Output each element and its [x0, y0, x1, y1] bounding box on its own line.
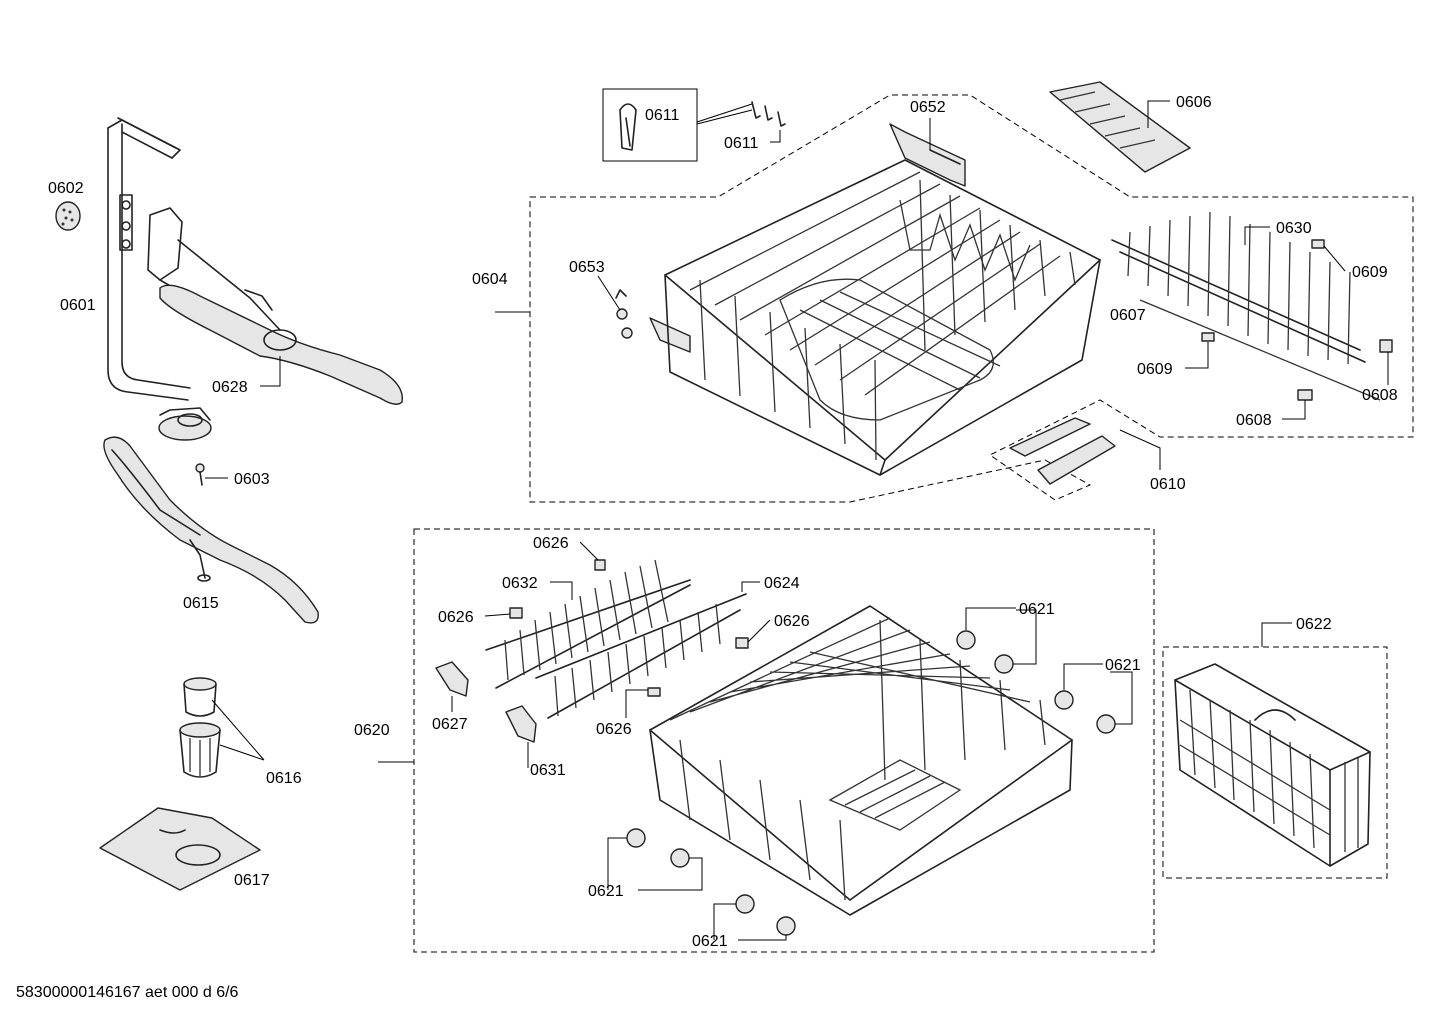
lower-spray-arm-part [103, 436, 319, 624]
filter-part [179, 677, 221, 778]
callout-0626-left: 0626 [438, 609, 474, 626]
basket-wheel-part [626, 630, 1116, 936]
document-id: 58300000146167 aet 000 d 6/6 [16, 984, 239, 1001]
callout-0626-top: 0626 [533, 535, 569, 552]
callout-0608-right: 0608 [1362, 387, 1398, 404]
callout-0604: 0604 [472, 271, 508, 288]
callout-0621-top: 0621 [1019, 601, 1055, 618]
callout-0652: 0652 [910, 99, 946, 116]
small-clip-part [509, 559, 749, 697]
callout-0608-left: 0608 [1236, 412, 1272, 429]
folding-tine-rack-part [1111, 211, 1381, 401]
flat-filter-part [99, 807, 261, 891]
upper-spray-arm-part [147, 207, 404, 405]
lower-tine-rows-part [485, 559, 747, 719]
callout-0621-bottom: 0621 [692, 933, 728, 950]
lower-basket-part [649, 605, 1073, 916]
spray-arm-hub-part [158, 407, 212, 441]
callout-0602: 0602 [48, 180, 84, 197]
callout-0611: 0611 [724, 135, 759, 152]
wheel-clip-inset-part [619, 103, 637, 151]
callout-0626-bottom: 0626 [596, 721, 632, 738]
callout-0627: 0627 [432, 716, 468, 733]
basket-bracket-part [889, 123, 966, 187]
cutlery-basket-part [1174, 663, 1371, 867]
callout-0621-bottom-left: 0621 [588, 883, 624, 900]
upper-basket-group-outline [529, 94, 1414, 503]
callout-0617: 0617 [234, 872, 270, 889]
callout-0609-left: 0609 [1137, 361, 1173, 378]
callout-0606: 0606 [1176, 94, 1212, 111]
callout-0615: 0615 [183, 595, 219, 612]
callout-0628: 0628 [212, 379, 248, 396]
callout-0603: 0603 [234, 471, 270, 488]
tine-clip-part [1201, 239, 1393, 401]
screw-part [195, 463, 205, 486]
callout-0610: 0610 [1150, 476, 1186, 493]
callout-0631: 0631 [530, 762, 566, 779]
callout-0601: 0601 [60, 297, 96, 314]
callout-0611-inset: 0611 [645, 107, 680, 124]
callout-0653: 0653 [569, 259, 605, 276]
callout-0621-right: 0621 [1105, 657, 1141, 674]
callout-0624: 0624 [764, 575, 800, 592]
supply-pipe-part [107, 117, 191, 401]
upper-basket-part [664, 159, 1101, 476]
leader-lines [205, 100, 1389, 941]
cup-shelf-part [1049, 81, 1191, 173]
callout-0616: 0616 [266, 770, 302, 787]
nozzle-cap-part [55, 201, 81, 231]
callout-0607: 0607 [1110, 307, 1146, 324]
callout-0622: 0622 [1296, 616, 1332, 633]
callout-0632: 0632 [502, 575, 538, 592]
basket-handle-part [1009, 417, 1116, 485]
callout-0609-right: 0609 [1352, 264, 1388, 281]
cutlery-basket-group-outline [1162, 646, 1388, 879]
wheel-clips-part [751, 101, 786, 127]
callout-0626-right: 0626 [774, 613, 810, 630]
wheel-clip-inset-box [602, 88, 698, 162]
callout-0630: 0630 [1276, 220, 1312, 237]
height-adjuster-part [615, 289, 691, 353]
callout-0620: 0620 [354, 722, 390, 739]
lower-basket-group-outline [413, 528, 1155, 953]
rack-bracket-part [435, 661, 537, 743]
